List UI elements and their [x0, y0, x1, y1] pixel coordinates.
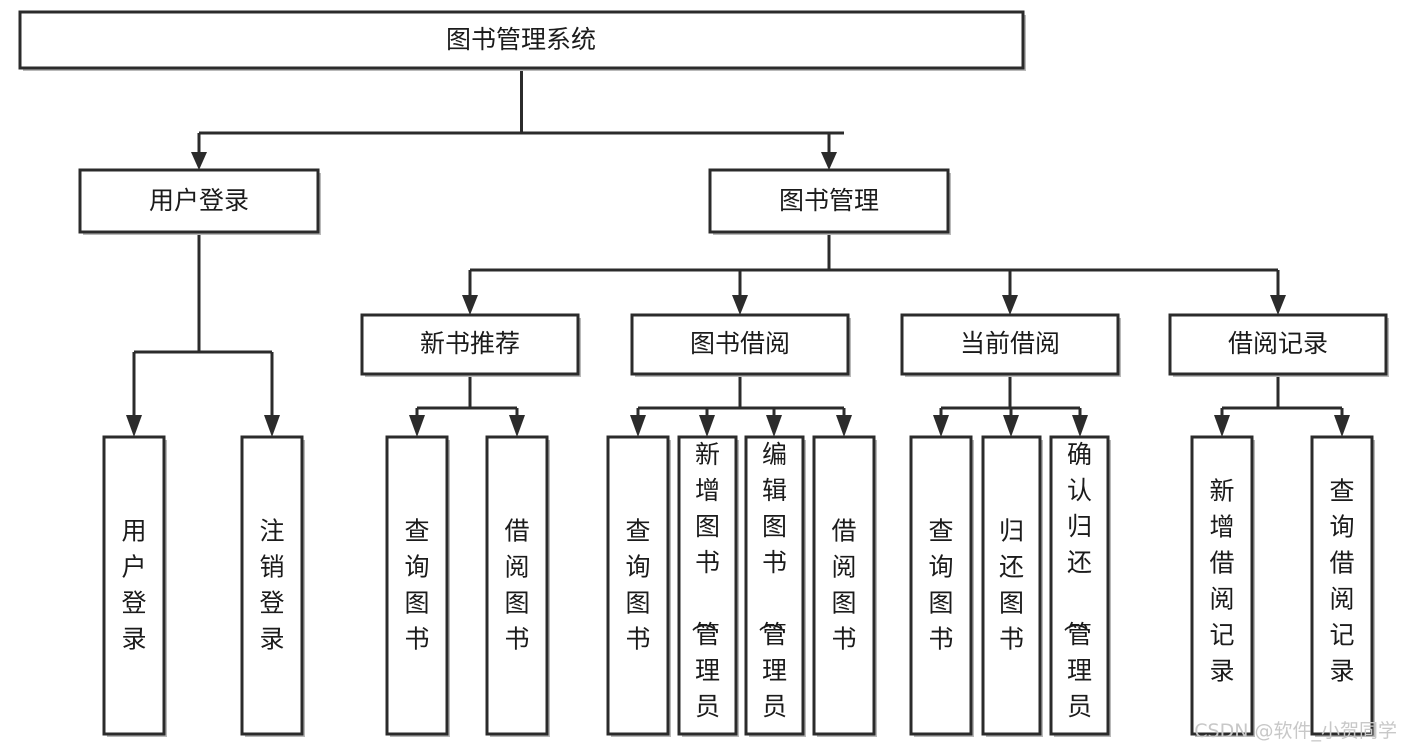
node-borrow-record[interactable]: 借阅记录 — [1168, 313, 1389, 377]
connector-layer — [126, 68, 1350, 437]
node-label-leaf-user-login: 用户登录 — [121, 517, 146, 654]
arrowhead-leaf-add-borrow-record — [1214, 415, 1230, 437]
node-leaf-logout-login[interactable]: 注销登录 — [240, 435, 305, 737]
arrowhead-leaf-return-book — [1003, 415, 1019, 437]
arrowhead-leaf-query-book-borrow — [630, 415, 646, 437]
node-leaf-query-book-rec[interactable]: 查询图书 — [385, 435, 450, 737]
node-leaf-add-borrow-record[interactable]: 新增借阅记录 — [1190, 435, 1255, 737]
arrowhead-current-borrow — [1002, 295, 1018, 315]
node-leaf-query-book-current[interactable]: 查询图书 — [909, 435, 974, 737]
node-label-leaf-add-borrow-record: 新增借阅记录 — [1209, 477, 1234, 686]
arrowhead-leaf-query-book-current — [933, 415, 949, 437]
node-label-borrow-record: 借阅记录 — [1228, 329, 1328, 358]
node-leaf-confirm-return-admin[interactable]: 确认归还（管理员） — [1049, 435, 1111, 747]
node-leaf-borrow-book-borrow[interactable]: 借阅图书 — [812, 435, 877, 737]
node-label-user-login: 用户登录 — [149, 186, 249, 215]
arrowhead-leaf-borrow-book-rec — [509, 415, 525, 437]
arrowhead-leaf-edit-book-admin — [766, 415, 782, 437]
node-leaf-query-borrow-record[interactable]: 查询借阅记录 — [1310, 435, 1375, 737]
node-leaf-edit-book-admin[interactable]: 编辑图书（管理员） — [744, 435, 806, 747]
node-label-leaf-borrow-book-rec: 借阅图书 — [504, 517, 529, 654]
arrowhead-leaf-add-book-admin — [699, 415, 715, 437]
arrowhead-leaf-query-book-rec — [409, 415, 425, 437]
node-book-manage[interactable]: 图书管理 — [708, 168, 951, 235]
node-label-leaf-query-book-rec: 查询图书 — [404, 517, 429, 654]
node-label-current-borrow: 当前借阅 — [960, 329, 1060, 358]
node-leaf-return-book[interactable]: 归还图书 — [981, 435, 1043, 737]
node-new-book-recommend[interactable]: 新书推荐 — [360, 313, 581, 377]
leaf-node-layer: 用户登录 注销登录 查询图书 借阅图书 查询图书 新增图书（管理员） 编辑图书（管理员） 借阅… — [102, 435, 1375, 747]
node-leaf-user-login[interactable]: 用户登录 — [102, 435, 167, 737]
arrowhead-leaf-confirm-return-admin — [1072, 415, 1088, 437]
node-label-root: 图书管理系统 — [446, 25, 596, 54]
arrowhead-book-manage — [821, 152, 837, 170]
node-label-leaf-return-book: 归还图书 — [999, 517, 1024, 654]
node-label-leaf-confirm-return-admin: 确认归还（管理员） — [1061, 440, 1092, 747]
node-label-book-borrow: 图书借阅 — [690, 329, 790, 358]
node-label-new-book-recommend: 新书推荐 — [420, 329, 520, 358]
node-book-borrow[interactable]: 图书借阅 — [630, 313, 851, 377]
node-label-leaf-add-book-admin: 新增图书（管理员） — [689, 440, 720, 747]
arrowhead-book-borrow — [732, 295, 748, 315]
arrowhead-leaf-user-login — [126, 415, 142, 437]
node-label-leaf-edit-book-admin: 编辑图书（管理员） — [756, 440, 787, 747]
node-leaf-borrow-book-rec[interactable]: 借阅图书 — [485, 435, 550, 737]
arrowhead-leaf-query-borrow-record — [1334, 415, 1350, 437]
node-label-leaf-query-book-borrow: 查询图书 — [625, 517, 650, 654]
node-label-book-manage: 图书管理 — [779, 186, 879, 215]
node-label-leaf-query-borrow-record: 查询借阅记录 — [1329, 477, 1354, 686]
node-label-leaf-query-book-current: 查询图书 — [928, 517, 953, 654]
arrowhead-new-book-recommend — [462, 295, 478, 315]
node-current-borrow[interactable]: 当前借阅 — [900, 313, 1121, 377]
arrowhead-leaf-logout-login — [264, 415, 280, 437]
node-label-leaf-logout-login: 注销登录 — [259, 517, 284, 654]
node-user-login[interactable]: 用户登录 — [78, 168, 321, 235]
arrowhead-borrow-record — [1270, 295, 1286, 315]
arrowhead-leaf-borrow-book-borrow — [836, 415, 852, 437]
node-root-system[interactable]: 图书管理系统 — [18, 10, 1026, 71]
node-leaf-add-book-admin[interactable]: 新增图书（管理员） — [677, 435, 739, 747]
arrowhead-user-login — [191, 152, 207, 170]
node-leaf-query-book-borrow[interactable]: 查询图书 — [606, 435, 671, 737]
node-label-leaf-borrow-book-borrow: 借阅图书 — [831, 517, 856, 654]
